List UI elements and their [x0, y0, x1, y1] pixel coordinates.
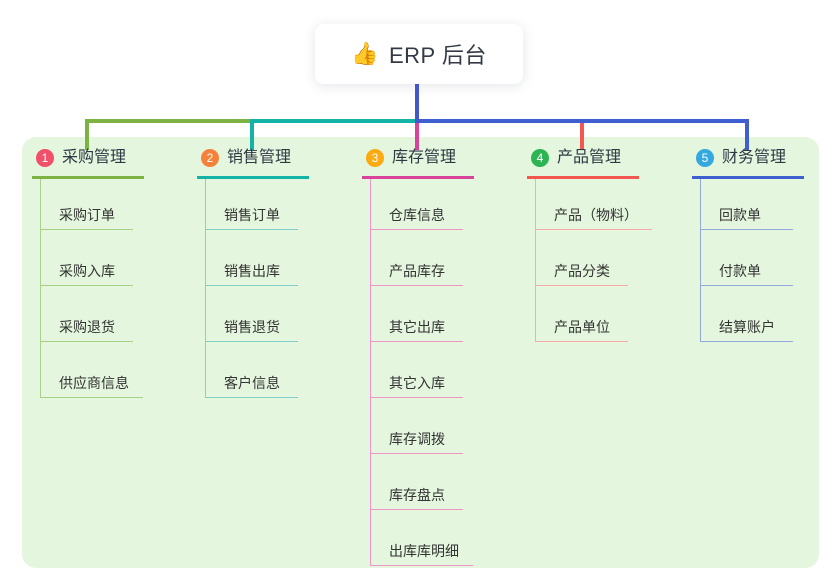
child-item-销售退货: 销售退货 — [206, 286, 298, 342]
connector-drop-财务管理 — [745, 119, 749, 150]
branch-header: 5 财务管理 — [692, 147, 804, 179]
branch-number-badge: 4 — [531, 149, 549, 167]
root-node: 👍 ERP 后台 — [315, 24, 523, 84]
connector-root-stem — [415, 84, 419, 123]
child-item-产品分类: 产品分类 — [536, 230, 628, 286]
child-item-其它入库: 其它入库 — [371, 342, 463, 398]
branch-销售管理: 2 销售管理销售订单销售出库销售退货客户信息 — [197, 147, 359, 398]
branch-label: 销售管理 — [227, 149, 292, 166]
branch-header: 4 产品管理 — [527, 147, 639, 179]
child-item-采购订单: 采购订单 — [41, 179, 133, 230]
branch-label: 采购管理 — [62, 149, 127, 166]
thumbs-up-icon: 👍 — [351, 41, 379, 66]
child-item-采购退货: 采购退货 — [41, 286, 133, 342]
branch-label: 产品管理 — [557, 149, 622, 166]
child-item-产品（物料）: 产品（物料） — [536, 179, 652, 230]
child-item-采购入库: 采购入库 — [41, 230, 133, 286]
branch-label: 财务管理 — [722, 149, 787, 166]
branch-number-badge: 2 — [201, 149, 219, 167]
branch-采购管理: 1 采购管理采购订单采购入库采购退货供应商信息 — [32, 147, 194, 398]
connector-horizontal-销售管理 — [250, 119, 419, 123]
child-item-销售订单: 销售订单 — [206, 179, 298, 230]
child-item-回款单: 回款单 — [701, 179, 793, 230]
branch-header: 2 销售管理 — [197, 147, 309, 179]
branch-children: 仓库信息产品库存其它出库其它入库库存调拨库存盘点出库库明细 — [370, 179, 524, 566]
connector-drop-产品管理 — [580, 119, 584, 150]
branch-label: 库存管理 — [392, 149, 457, 166]
root-title: ERP 后台 — [388, 43, 487, 68]
connector-horizontal-财务管理 — [415, 119, 749, 123]
branch-header: 1 采购管理 — [32, 147, 144, 179]
branch-number-badge: 5 — [696, 149, 714, 167]
branch-header: 3 库存管理 — [362, 147, 474, 179]
child-item-产品单位: 产品单位 — [536, 286, 628, 342]
child-item-仓库信息: 仓库信息 — [371, 179, 463, 230]
branch-库存管理: 3 库存管理仓库信息产品库存其它出库其它入库库存调拨库存盘点出库库明细 — [362, 147, 524, 566]
branch-number-badge: 1 — [36, 149, 54, 167]
connector-drop-销售管理 — [250, 119, 254, 150]
child-item-其它出库: 其它出库 — [371, 286, 463, 342]
branch-children: 采购订单采购入库采购退货供应商信息 — [40, 179, 194, 398]
child-item-供应商信息: 供应商信息 — [41, 342, 143, 398]
child-item-出库库明细: 出库库明细 — [371, 510, 473, 566]
branch-财务管理: 5 财务管理回款单付款单结算账户 — [692, 147, 839, 342]
connector-drop-采购管理 — [85, 119, 89, 150]
child-item-付款单: 付款单 — [701, 230, 793, 286]
branch-children: 产品（物料）产品分类产品单位 — [535, 179, 689, 342]
branches-panel — [22, 137, 819, 568]
branch-number-badge: 3 — [366, 149, 384, 167]
branch-children: 回款单付款单结算账户 — [700, 179, 839, 342]
child-item-销售出库: 销售出库 — [206, 230, 298, 286]
connector-drop-库存管理 — [415, 121, 419, 150]
child-item-库存盘点: 库存盘点 — [371, 454, 463, 510]
child-item-结算账户: 结算账户 — [701, 286, 793, 342]
child-item-客户信息: 客户信息 — [206, 342, 298, 398]
child-item-库存调拨: 库存调拨 — [371, 398, 463, 454]
branch-children: 销售订单销售出库销售退货客户信息 — [205, 179, 359, 398]
branch-产品管理: 4 产品管理产品（物料）产品分类产品单位 — [527, 147, 689, 342]
child-item-产品库存: 产品库存 — [371, 230, 463, 286]
